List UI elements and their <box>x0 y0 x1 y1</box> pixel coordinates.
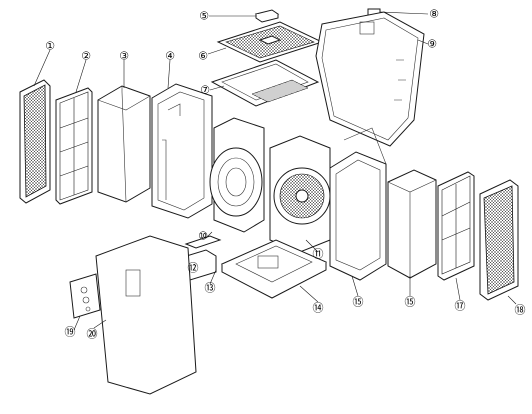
callout-19: ⑲ <box>65 326 76 339</box>
callout-label-3: ③ <box>119 50 129 63</box>
callout-label-5: ⑤ <box>199 10 209 23</box>
part-15-housing-right <box>329 127 387 281</box>
part-6-outlet-grille <box>216 21 324 63</box>
part-5-top-cap <box>254 9 280 23</box>
part-4-housing-left <box>151 83 213 219</box>
callout-11: ⑪ <box>313 248 324 261</box>
callout-label-9: ⑨ <box>427 38 437 51</box>
callout-label-8: ⑧ <box>429 8 439 21</box>
callout-label-2: ② <box>81 50 91 63</box>
callout-3: ③ <box>119 50 129 63</box>
callout-4: ④ <box>165 50 175 63</box>
callout-18: ⑱ <box>515 304 526 317</box>
callout-7: ⑦ <box>200 84 210 97</box>
part-11-fan-blower <box>269 135 331 253</box>
part-16-filter-right <box>387 169 437 279</box>
callout-label-17: ⑰ <box>455 300 466 313</box>
callout-label-16: ⑮ <box>405 296 416 309</box>
part-10-blower-housing-left <box>209 117 265 233</box>
callout-label-12: ⑫ <box>188 262 199 275</box>
callout-label-6: ⑥ <box>198 50 208 63</box>
callout-label-15: ⑮ <box>353 296 364 309</box>
callout-6: ⑥ <box>198 50 208 63</box>
callout-label-18: ⑱ <box>515 304 526 317</box>
callout-9: ⑨ <box>427 38 437 51</box>
callout-5: ⑤ <box>199 10 209 23</box>
part-18-front-grille-right <box>479 179 519 301</box>
callout-14: ⑭ <box>313 302 324 315</box>
callout-16: ⑮ <box>405 296 416 309</box>
part-14-base-plate <box>220 239 328 299</box>
callout-label-14: ⑭ <box>313 302 324 315</box>
callout-label-11: ⑪ <box>313 248 324 261</box>
part-1-front-grille-left <box>19 79 51 204</box>
part-20-front-cover <box>95 235 197 395</box>
callout-label-13: ⑬ <box>205 282 216 295</box>
part-13-pad <box>184 235 222 249</box>
leader-lines <box>33 11 517 331</box>
callout-label-1: ① <box>45 40 55 53</box>
callout-label-7: ⑦ <box>200 84 210 97</box>
callout-label-10: ⑩ <box>198 230 208 243</box>
callout-label-20: ⑳ <box>87 328 98 341</box>
callout-label-4: ④ <box>165 50 175 63</box>
callout-1: ① <box>45 40 55 53</box>
part-7-top-frame <box>210 59 320 107</box>
callout-17: ⑰ <box>455 300 466 313</box>
part-17-hepa-frame-right <box>437 171 475 281</box>
callout-label-19: ⑲ <box>65 326 76 339</box>
callout-10: ⑩ <box>198 230 208 243</box>
part-3-filter-left <box>97 85 151 203</box>
callout-13: ⑬ <box>205 282 216 295</box>
part-2-hepa-frame-left <box>55 87 93 205</box>
callout-20: ⑳ <box>87 328 98 341</box>
callout-8: ⑧ <box>429 8 439 21</box>
callout-2: ② <box>81 50 91 63</box>
callout-15: ⑮ <box>353 296 364 309</box>
callout-12: ⑫ <box>188 262 199 275</box>
part-19-control-panel <box>69 273 101 319</box>
part-9-rear-panel <box>315 11 425 147</box>
